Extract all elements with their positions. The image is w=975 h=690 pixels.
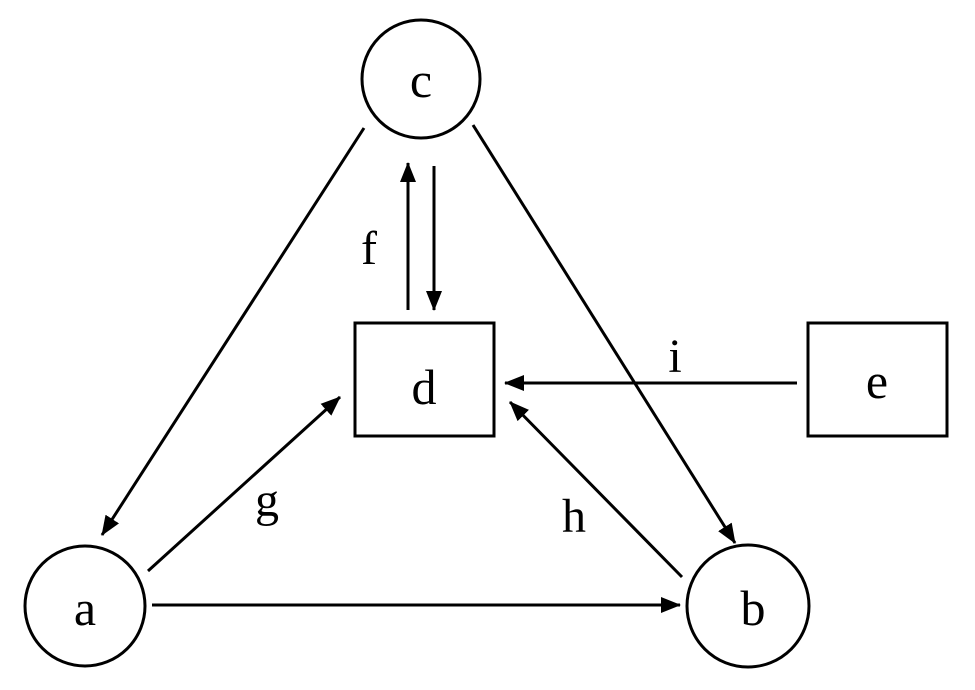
node-b-label: b <box>741 580 766 636</box>
edge-label-h: h <box>562 490 586 543</box>
node-c-circle <box>360 18 482 140</box>
edge-b-to-d-h <box>508 400 684 579</box>
edge-label-g: g <box>255 474 279 527</box>
node-a-circle <box>23 544 147 668</box>
node-a-label: a <box>74 580 96 636</box>
node-c: c <box>360 18 482 140</box>
node-d-label: d <box>412 359 437 415</box>
edge-c-to-a <box>100 127 366 536</box>
node-e-box <box>806 321 949 438</box>
edge-c-to-b <box>471 124 737 544</box>
edge-a-to-d-g <box>146 395 342 573</box>
edge-label-f: f <box>361 222 377 275</box>
node-d: d <box>353 321 496 438</box>
node-e-label: e <box>866 353 888 409</box>
node-c-label: c <box>410 52 432 108</box>
node-a: a <box>23 544 147 668</box>
node-b: b <box>685 543 811 669</box>
node-b-circle <box>685 543 811 669</box>
node-e: e <box>806 321 949 438</box>
edge-label-i: i <box>668 330 681 383</box>
node-d-box <box>353 321 496 438</box>
